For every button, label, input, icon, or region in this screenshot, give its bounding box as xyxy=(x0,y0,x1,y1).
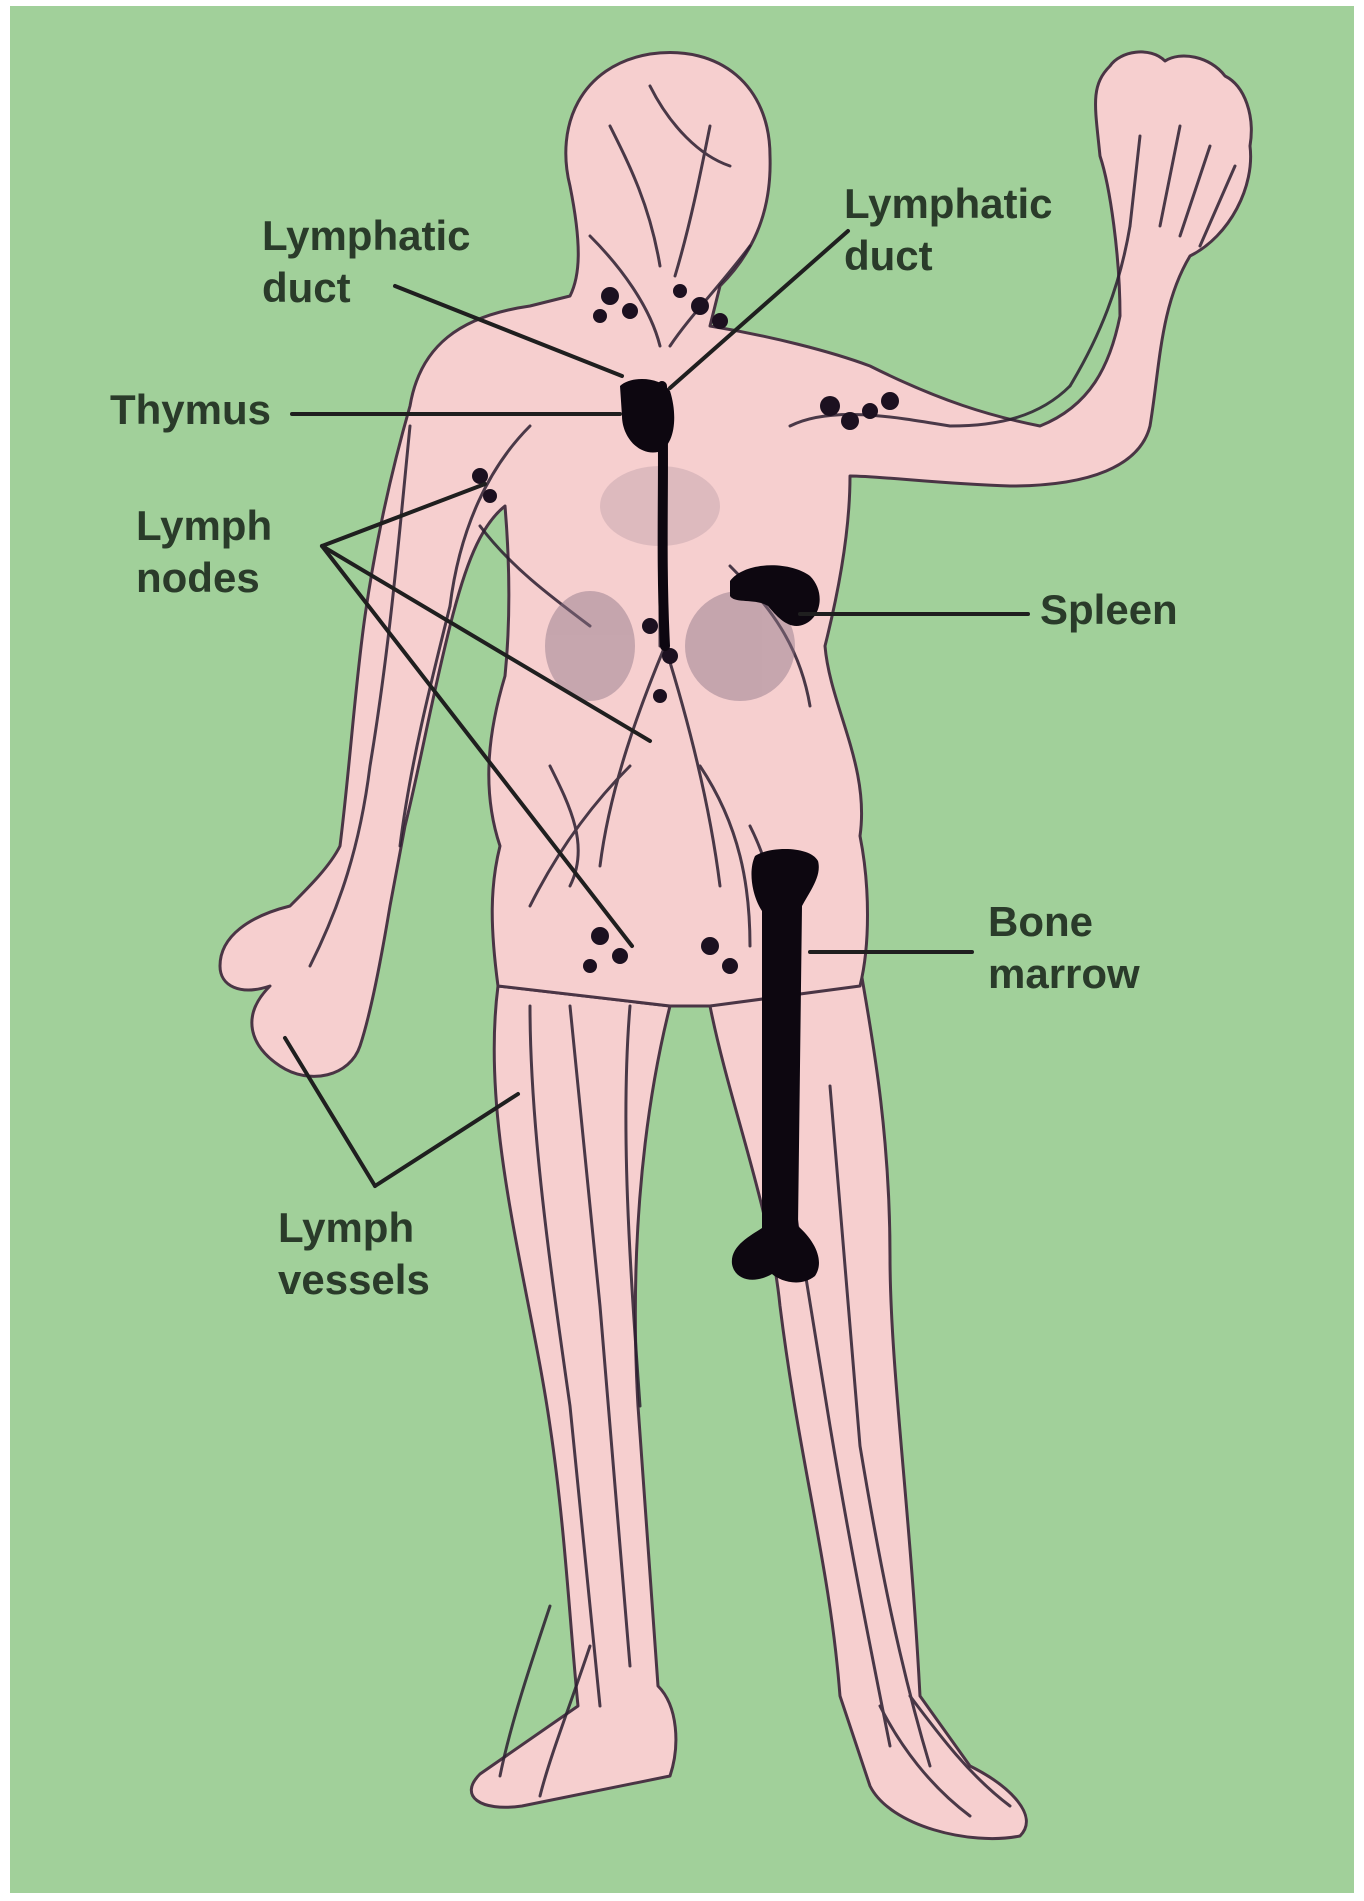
label-bone-marrow-line2: marrow xyxy=(988,948,1140,1000)
label-lymphatic-duct-left-line1: Lymphatic xyxy=(262,210,470,262)
label-bone-marrow-line1: Bone xyxy=(988,896,1140,948)
label-lymphatic-duct-right-line2: duct xyxy=(844,230,1052,282)
diagram-frame: Lymphatic duct Lymphatic duct Thymus Lym… xyxy=(10,6,1354,1893)
lymphatic-system-illustration xyxy=(10,6,1354,1893)
label-lymphatic-duct-right-line1: Lymphatic xyxy=(844,178,1052,230)
label-lymphatic-duct-left: Lymphatic duct xyxy=(262,210,470,314)
label-lymphatic-duct-right: Lymphatic duct xyxy=(844,178,1052,282)
label-bone-marrow: Bone marrow xyxy=(988,896,1140,1000)
label-lymph-nodes: Lymph nodes xyxy=(136,500,272,604)
label-thymus: Thymus xyxy=(110,384,271,436)
label-lymph-vessels-line1: Lymph xyxy=(278,1202,430,1254)
label-lymphatic-duct-left-line2: duct xyxy=(262,262,470,314)
label-lymph-vessels-line2: vessels xyxy=(278,1254,430,1306)
label-lymph-nodes-line2: nodes xyxy=(136,552,272,604)
label-spleen-line1: Spleen xyxy=(1040,584,1178,636)
label-lymph-vessels: Lymph vessels xyxy=(278,1202,430,1306)
label-spleen: Spleen xyxy=(1040,584,1178,636)
label-lymph-nodes-line1: Lymph xyxy=(136,500,272,552)
label-thymus-line1: Thymus xyxy=(110,384,271,436)
